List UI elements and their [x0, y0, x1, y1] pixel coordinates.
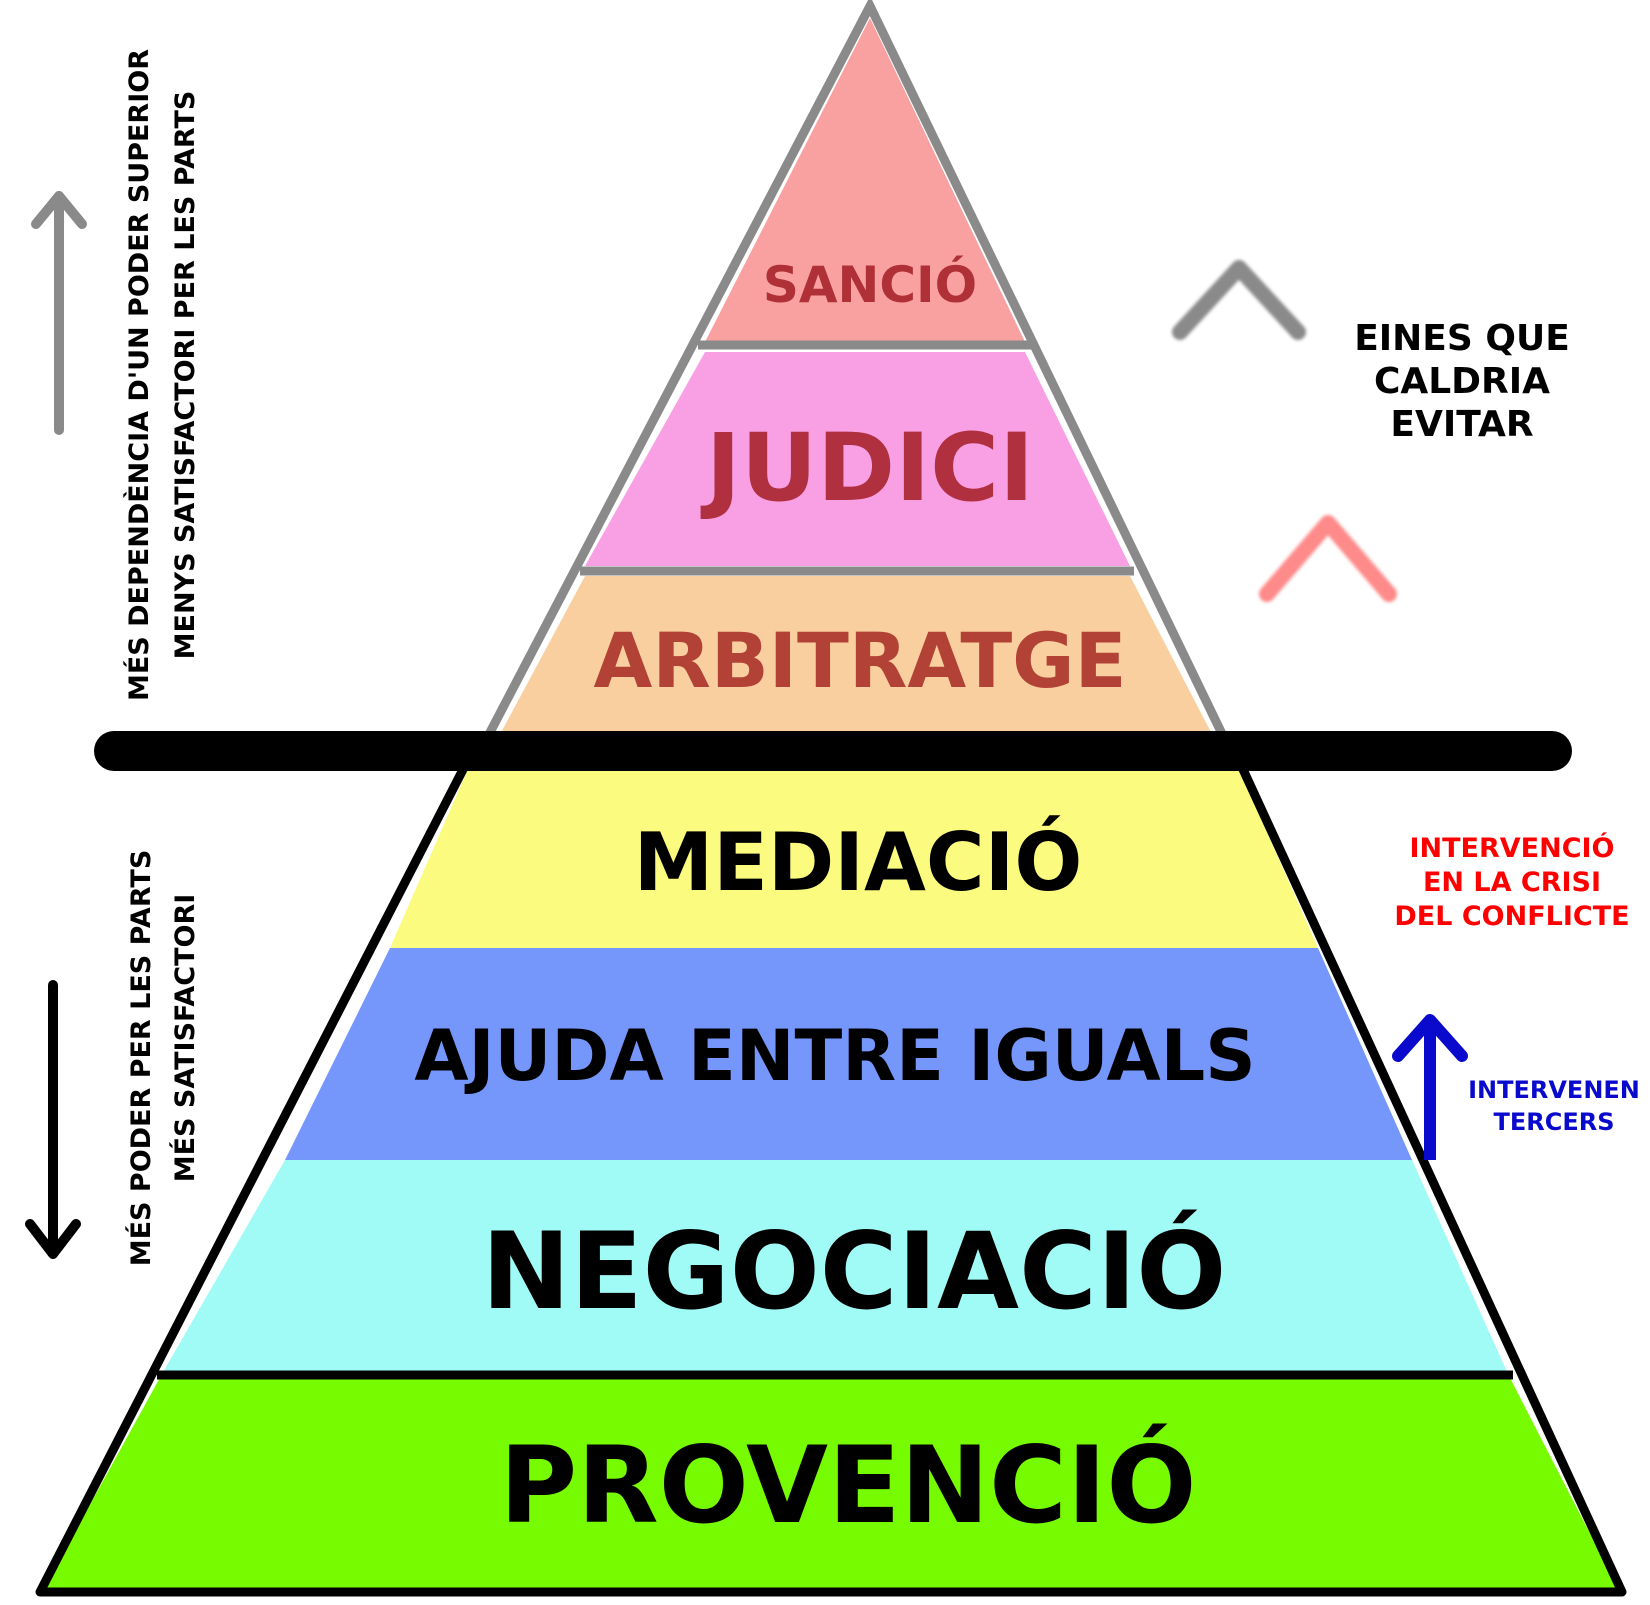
level-judici-label: JUDICI: [700, 414, 1034, 523]
side-text-bottom-line-2: MÉS SATISFACTORI: [169, 894, 201, 1183]
avoid-line-1: EINES QUE: [1354, 318, 1570, 359]
third-party-arrow-head: [1392, 1014, 1468, 1062]
level-arbitratge-label: ARBITRATGE: [594, 616, 1127, 705]
crisis-line-3: DEL CONFLICTE: [1394, 901, 1629, 932]
level-judici-band: [585, 352, 1130, 566]
avoid-line-3: EVITAR: [1390, 404, 1533, 445]
third-party-line-2: TERCERS: [1493, 1108, 1614, 1136]
crisis-line-2: EN LA CRISI: [1423, 867, 1601, 898]
side-text-top: MÉS DEPENDÈNCIA D'UN PODER SUPERIOR MENY…: [123, 49, 201, 701]
level-sancio-label: SANCIÓ: [763, 255, 977, 314]
left-up-arrow: [31, 191, 87, 435]
level-provencio-band: [44, 1374, 1618, 1588]
level-arbitratge-band: [497, 576, 1215, 740]
crisis-marker: [326, 515, 1397, 958]
lower-tiers: [35, 747, 1627, 1597]
side-text-bottom-line-1: MÉS PODER PER LES PARTS: [125, 850, 157, 1267]
upper-tiers: [482, 0, 1230, 743]
level-sancio-band: [705, 18, 1025, 342]
avoid-annotation: EINES QUE CALDRIA EVITAR: [1354, 318, 1570, 445]
level-provencio-label: PROVENCIÓ: [499, 1424, 1196, 1547]
third-party-marker: [219, 1014, 1471, 1171]
level-mediacio-band: [390, 760, 1318, 948]
tier-labels: SANCIÓ JUDICI ARBITRATGE MEDIACIÓ AJUDA …: [414, 255, 1255, 1547]
level-mediacio-label: MEDIACIÓ: [634, 815, 1083, 909]
level-negociacio-band: [162, 1160, 1508, 1374]
side-text-top-line-1: MÉS DEPENDÈNCIA D'UN PODER SUPERIOR: [123, 49, 155, 701]
crisis-arrow-head: [1259, 515, 1397, 602]
left-down-arrow: [25, 980, 81, 1259]
crisis-line-1: INTERVENCIÓ: [1409, 832, 1614, 864]
avoid-arrow: [1172, 260, 1306, 740]
third-party-annotation: INTERVENEN TERCERS: [1468, 1076, 1640, 1136]
avoid-arrow-head: [1172, 260, 1306, 340]
crisis-annotation: INTERVENCIÓ EN LA CRISI DEL CONFLICTE: [1394, 832, 1629, 932]
level-ajuda-band: [285, 948, 1412, 1160]
side-text-top-line-2: MENYS SATISFACTORI PER LES PARTS: [170, 91, 201, 660]
side-text-bottom: MÉS PODER PER LES PARTS MÉS SATISFACTORI: [125, 850, 201, 1267]
avoid-line-2: CALDRIA: [1374, 361, 1550, 402]
third-party-line-1: INTERVENEN: [1468, 1076, 1640, 1104]
level-negociacio-label: NEGOCIACIÓ: [482, 1210, 1227, 1333]
level-ajuda-label: AJUDA ENTRE IGUALS: [414, 1015, 1255, 1097]
upper-outline: [482, 0, 1230, 743]
